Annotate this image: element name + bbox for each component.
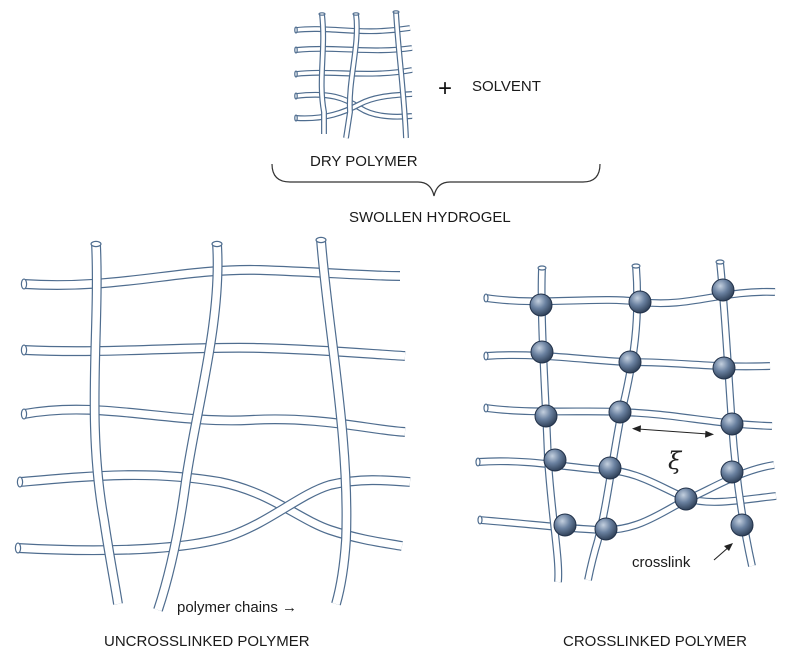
chain-end [16, 476, 24, 488]
crosslink-node [598, 456, 622, 480]
crosslink-node [608, 400, 632, 424]
chain-end [20, 344, 28, 356]
chain-end [294, 114, 298, 122]
chain-end [352, 12, 360, 16]
chain-end [14, 542, 22, 554]
vertical-chain [319, 13, 326, 134]
crosslink-node [712, 356, 736, 380]
chain-end [294, 70, 298, 78]
chain-end [715, 259, 725, 265]
uncrosslinked-polymer-network [14, 236, 411, 612]
chain-end [483, 293, 489, 303]
chain-end [90, 240, 102, 248]
vertical-chain [90, 243, 122, 605]
crosslink-node [594, 517, 618, 541]
vertical-chain [585, 265, 640, 581]
vertical-chain [394, 11, 408, 139]
crosslink-node [674, 487, 698, 511]
chain-end [294, 26, 298, 34]
crosslink-node [720, 412, 744, 436]
dry-polymer-mesh [294, 10, 413, 139]
uncrosslinked-polymer-label: UNCROSSLINKED POLYMER [104, 633, 310, 650]
crosslink-node [543, 448, 567, 472]
brace [271, 163, 601, 197]
plus-sign: + [438, 75, 452, 102]
chain-end [211, 240, 223, 248]
chain-end [483, 351, 489, 361]
crosslink-node [553, 513, 577, 537]
crosslink-node [720, 460, 744, 484]
crosslink-nodes [529, 278, 754, 541]
crosslink-label: crosslink [632, 554, 691, 571]
chain-end [315, 236, 327, 244]
vertical-chain-outline [153, 243, 223, 612]
dry-polymer-label: DRY POLYMER [310, 153, 418, 170]
polymer-chains-label: polymer chains → [177, 599, 297, 616]
chain-end [20, 408, 28, 420]
chain-end [475, 457, 481, 467]
horizontal-chain [23, 405, 406, 436]
solvent-label: SOLVENT [472, 78, 541, 95]
vertical-chain [344, 13, 359, 139]
crosslink-node [618, 350, 642, 374]
chain-end [537, 265, 547, 271]
swollen-hydrogel-label: SWOLLEN HYDROGEL [349, 209, 511, 226]
chain-end [392, 10, 400, 14]
crosslink-arrow [713, 543, 733, 561]
mesh-size-arrow [632, 425, 714, 438]
chain-end [294, 46, 298, 54]
crosslink-node [534, 404, 558, 428]
horizontal-chain [23, 266, 401, 289]
chain-end [318, 12, 326, 16]
chain-end [483, 403, 489, 413]
crosslink-node [530, 340, 554, 364]
chain-end [477, 515, 483, 525]
crosslink-node [711, 278, 735, 302]
crosslink-node [628, 290, 652, 314]
chain-end [20, 278, 28, 290]
mesh-size-symbol: ξ [668, 447, 683, 475]
crosslink-node [730, 513, 754, 537]
vertical-chain [317, 239, 351, 606]
horizontal-chain [295, 92, 413, 121]
chain-end [631, 263, 641, 269]
vertical-chain [154, 243, 222, 612]
crosslinked-polymer-label: CROSSLINKED POLYMER [563, 633, 747, 650]
horizontal-chain [479, 462, 775, 533]
chain-end [294, 92, 298, 100]
crosslink-node [529, 293, 553, 317]
